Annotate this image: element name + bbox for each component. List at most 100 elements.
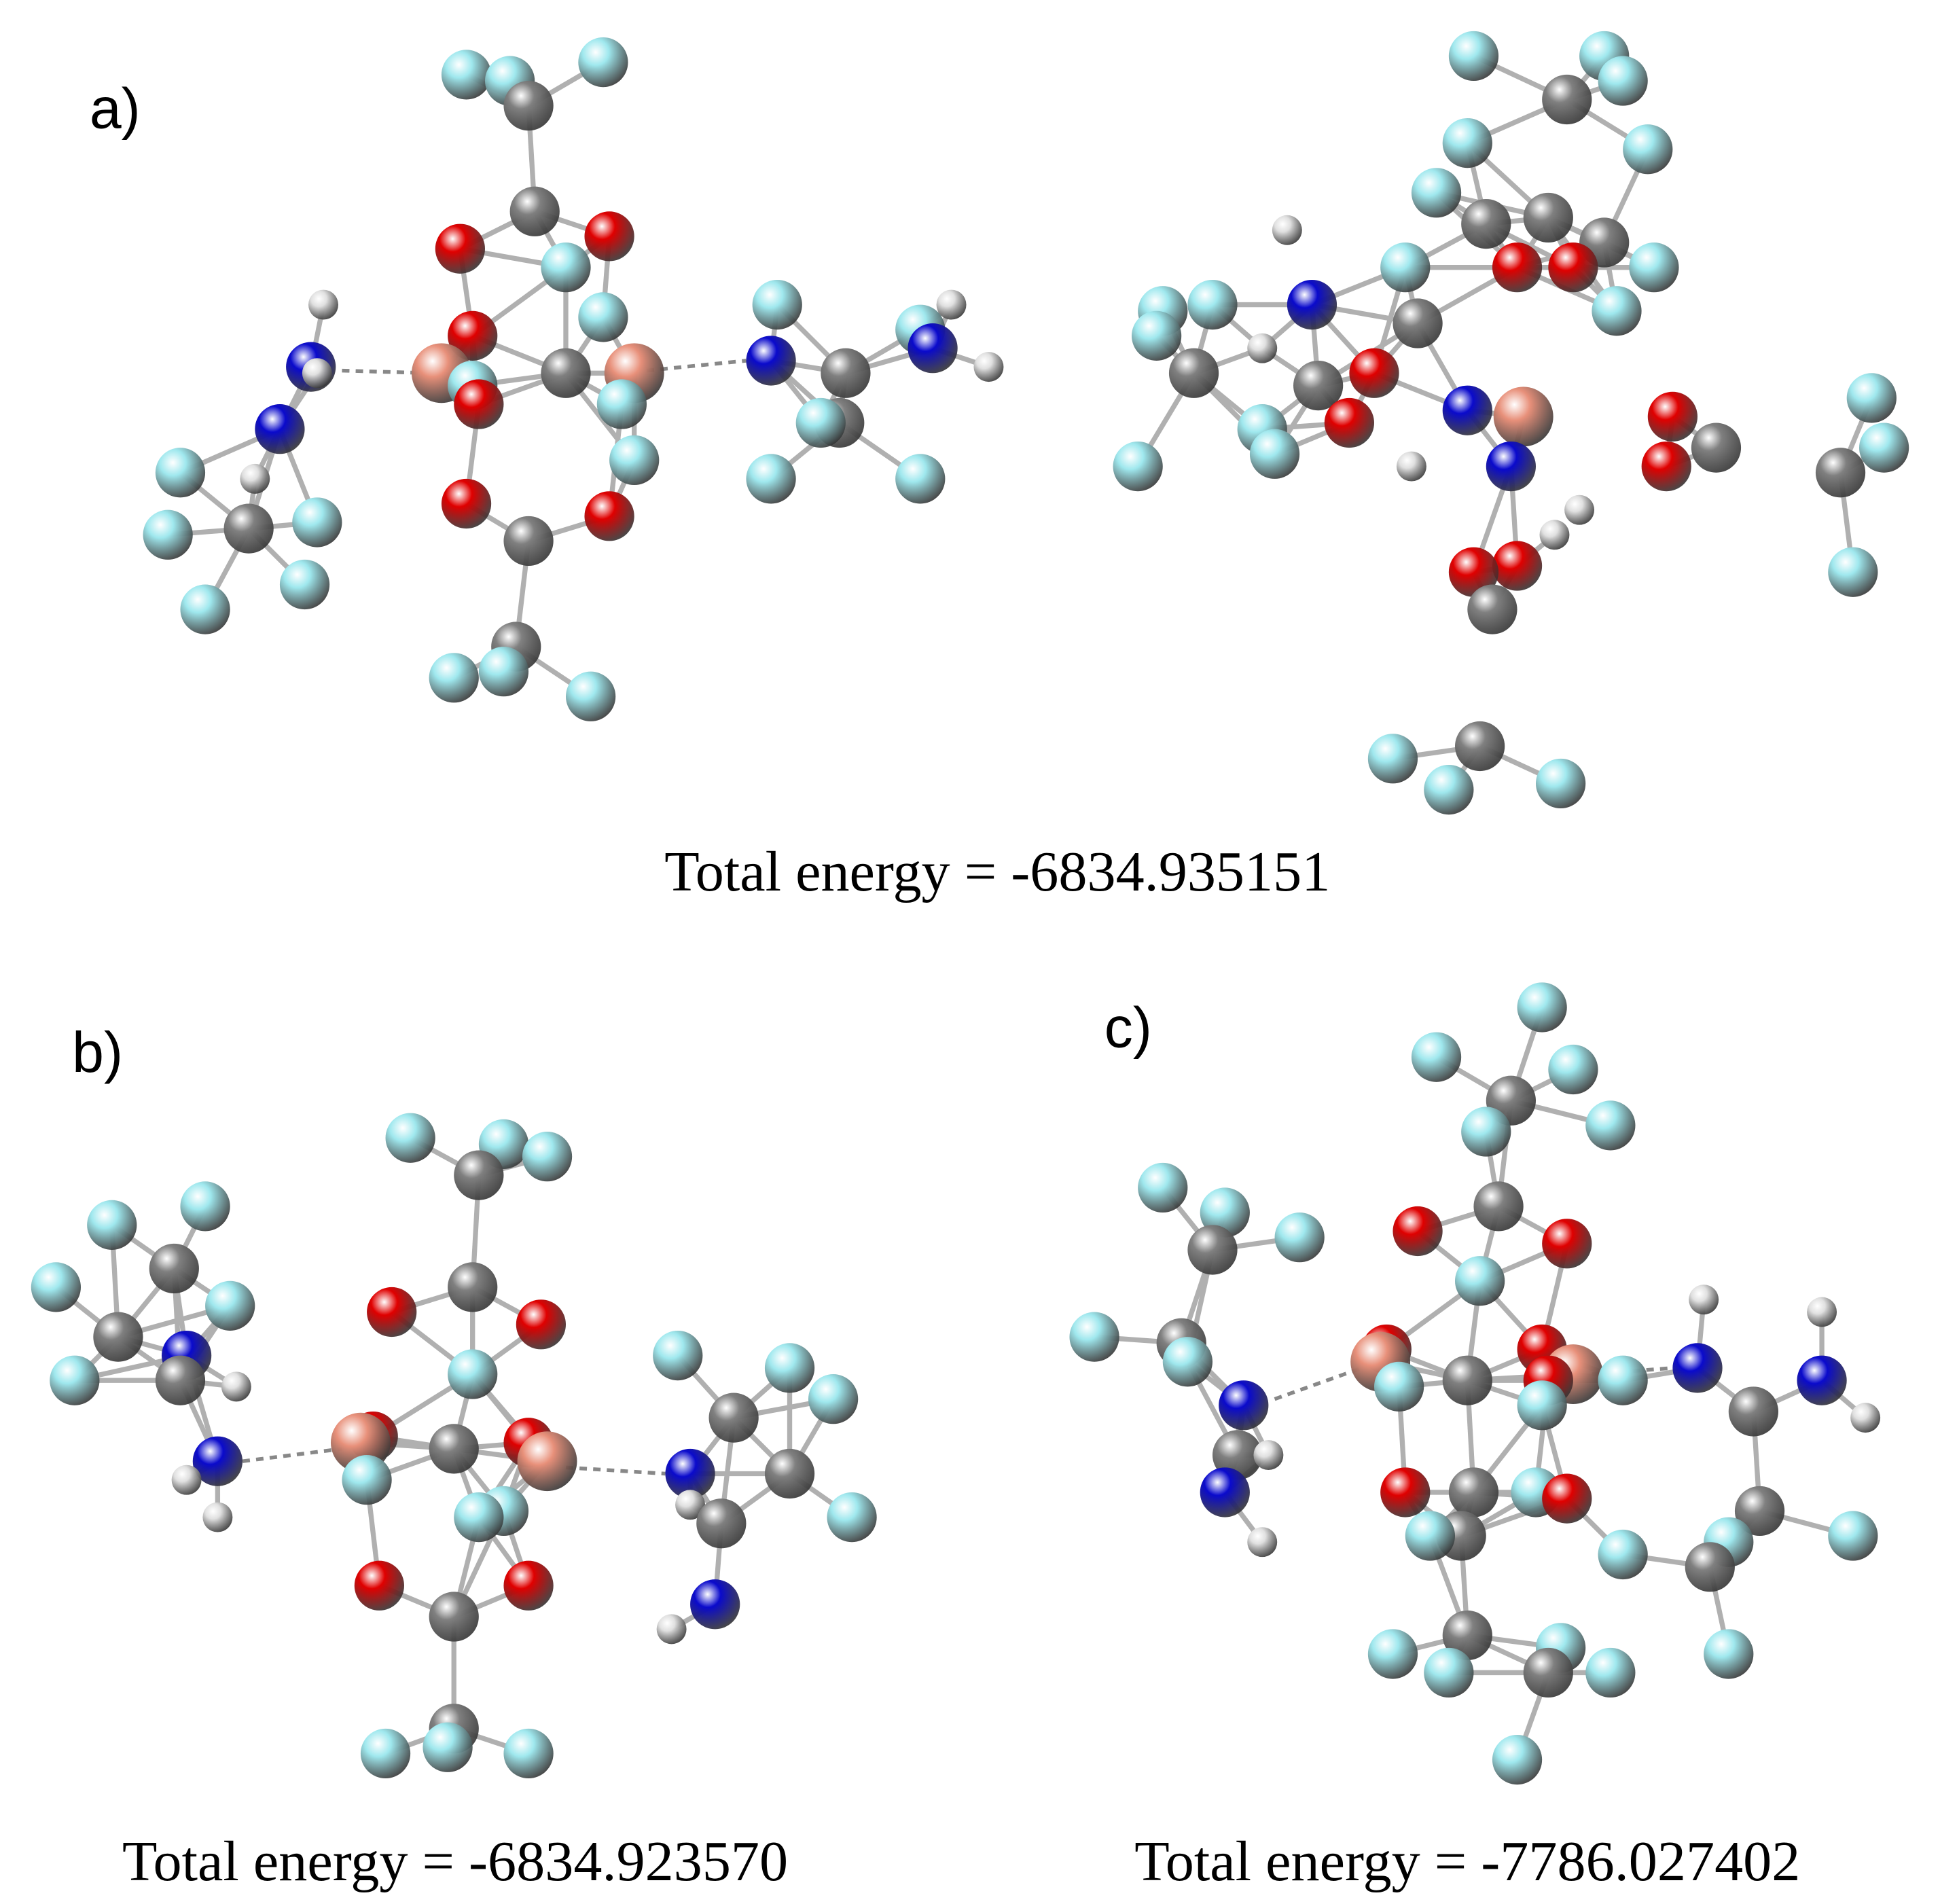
fluorine-atom <box>1585 1100 1636 1151</box>
fluorine-atom <box>1846 373 1897 423</box>
nitrogen-atom <box>690 1579 740 1630</box>
carbon-atom <box>503 516 554 567</box>
fluorine-atom <box>1249 429 1300 479</box>
nitrogen-atom <box>1442 385 1492 435</box>
carbon-atom <box>821 348 871 398</box>
hydrogen-atom <box>675 1490 706 1520</box>
oxygen-atom <box>1542 1219 1592 1269</box>
fluorine-atom <box>503 1728 554 1779</box>
carbon-atom <box>1393 298 1443 348</box>
fluorine-atom <box>1548 1044 1598 1095</box>
fluorine-atom <box>1069 1312 1119 1362</box>
nitrogen-atom <box>255 404 305 454</box>
carbon-atom <box>93 1312 143 1362</box>
carbon-atom <box>509 186 560 236</box>
carbon-atom <box>503 81 554 131</box>
copper-atom <box>517 1431 577 1492</box>
nitrogen-atom <box>1486 441 1536 492</box>
oxygen-atom <box>448 310 498 361</box>
fluorine-atom <box>1517 982 1567 1032</box>
carbon-atom <box>764 1448 815 1499</box>
fluorine-atom <box>1828 547 1878 597</box>
hydrogen-atom <box>171 1465 202 1495</box>
nitrogen-atom <box>1200 1467 1250 1517</box>
hydrogen-bonds-layer <box>242 359 1673 1476</box>
nitrogen-atom <box>746 336 796 386</box>
hydrogen-atom <box>1396 451 1426 482</box>
fluorine-atom <box>429 653 479 703</box>
carbon-atom <box>1442 1610 1492 1661</box>
panel-a-label: a) <box>90 77 141 141</box>
carbon-atom <box>1455 721 1505 772</box>
fluorine-atom <box>1623 124 1673 175</box>
panel-c-energy: Total energy = -7786.027402 <box>1134 1830 1800 1893</box>
fluorine-atom <box>1200 1187 1250 1238</box>
fluorine-atom <box>342 1455 392 1505</box>
oxygen-atom <box>1393 1206 1443 1257</box>
carbon-atom <box>155 1355 206 1405</box>
carbon-atom <box>149 1243 199 1294</box>
fluorine-atom <box>1162 1337 1212 1387</box>
fluorine-atom <box>441 50 492 100</box>
oxygen-atom <box>1448 547 1499 597</box>
fluorine-atom <box>1411 168 1462 218</box>
carbon-atom <box>1542 74 1592 125</box>
hydrogen-atom <box>656 1614 687 1645</box>
fluorine-atom <box>1424 764 1474 815</box>
oxygen-atom <box>1641 441 1691 492</box>
nitrogen-atom <box>1287 279 1337 330</box>
fluorine-atom <box>578 37 628 88</box>
panel-b-energy: Total energy = -6834.923570 <box>122 1830 788 1893</box>
fluorine-atom <box>1598 56 1648 106</box>
fluorine-atom <box>609 435 660 486</box>
hydrogen-atom <box>202 1502 233 1532</box>
carbon-atom <box>1815 448 1866 498</box>
fluorine-atom <box>87 1200 137 1250</box>
hydrogen-atom <box>1689 1285 1719 1315</box>
carbon-atom <box>1734 1486 1785 1537</box>
fluorine-atom <box>1629 243 1679 293</box>
carbon-atom <box>1691 423 1742 473</box>
fluorine-atom <box>1442 118 1492 168</box>
fluorine-atom <box>1274 1213 1325 1263</box>
carbon-atom <box>1523 1647 1573 1698</box>
fluorine-atom <box>31 1262 82 1312</box>
hydrogen-bond <box>565 1465 666 1476</box>
fluorine-atom <box>1405 1511 1455 1561</box>
fluorine-atom <box>1411 1032 1462 1082</box>
carbon-atom <box>1168 348 1219 398</box>
copper-atom <box>1493 387 1553 447</box>
oxygen-atom <box>1542 1473 1592 1524</box>
fluorine-atom <box>1592 286 1642 336</box>
fluorine-atom <box>1132 310 1182 361</box>
hydrogen-atom <box>1247 1527 1278 1558</box>
fluorine-atom <box>1536 758 1586 809</box>
fluorine-atom <box>764 1343 815 1393</box>
fluorine-atom <box>205 1280 255 1331</box>
oxygen-atom <box>503 1560 554 1611</box>
fluorine-atom <box>360 1728 411 1779</box>
fluorine-atom <box>155 448 206 498</box>
oxygen-atom <box>1548 243 1598 293</box>
hydrogen-bond <box>242 1447 342 1463</box>
carbon-atom <box>429 1592 479 1642</box>
hydrogen-atom <box>973 352 1004 382</box>
nitrogen-atom <box>192 1436 242 1486</box>
hydrogen-atom <box>308 289 338 320</box>
fluorine-atom <box>478 647 529 697</box>
oxygen-atom <box>1647 391 1698 442</box>
atoms-layer <box>31 31 1909 1785</box>
fluorine-atom <box>1113 441 1163 492</box>
carbon-atom <box>1442 1355 1492 1405</box>
carbon-atom <box>223 503 274 554</box>
fluorine-atom <box>1448 31 1499 82</box>
hydrogen-atom <box>1564 495 1595 525</box>
oxygen-atom <box>584 491 634 541</box>
carbon-atom <box>1187 1225 1238 1275</box>
hydrogen-atom <box>240 463 270 494</box>
oxygen-atom <box>354 1560 404 1611</box>
nitrogen-atom <box>665 1448 715 1499</box>
panel-b-label: b) <box>72 1020 123 1084</box>
hydrogen-atom <box>302 358 332 389</box>
